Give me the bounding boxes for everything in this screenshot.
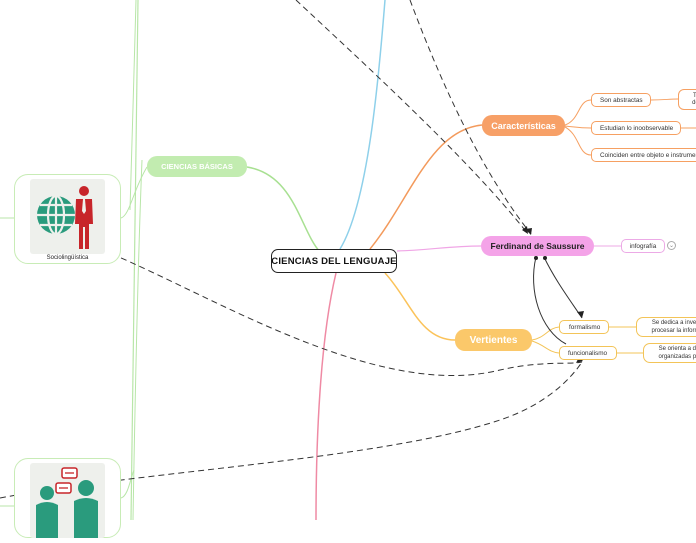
arrowhead — [522, 226, 528, 234]
chevron-down-icon[interactable]: ⌄ — [667, 241, 676, 250]
detail-funcionalismo[interactable]: Se orienta a de... organizadas pa... — [643, 343, 696, 363]
mindmap-canvas — [0, 0, 696, 520]
detail-formalismo[interactable]: Se dedica a inves... procesar la inform.… — [636, 317, 696, 337]
relation-dot — [543, 256, 547, 260]
connector-vertientes — [384, 272, 456, 341]
connector-saussure — [396, 245, 482, 252]
subtopic-funcionalismo[interactable]: funcionalismo — [559, 346, 617, 360]
connector-sub — [531, 326, 560, 341]
globe-businessman-icon — [30, 179, 105, 254]
card-caption: Sociolingüística — [46, 255, 89, 261]
green-branch-line — [132, 159, 143, 520]
caracteristicas-node[interactable]: Características — [482, 115, 565, 136]
relation-arrow — [543, 256, 583, 319]
relation-dot — [534, 256, 538, 260]
connector-caracteristicas — [369, 124, 483, 250]
connector-card-ciencias — [120, 166, 148, 219]
conversation-people-icon — [30, 463, 105, 538]
relation-line — [409, 0, 532, 235]
connector-sub — [531, 340, 560, 354]
subtopic-formalismo[interactable]: formalismo — [559, 320, 609, 334]
connector-sub — [650, 98, 679, 101]
connector-card2 — [120, 469, 135, 499]
blue-branch-line — [339, 0, 386, 250]
arrowhead — [577, 311, 584, 318]
central-topic[interactable]: CIENCIAS DEL LENGUAJE — [271, 249, 397, 273]
relation-line — [295, 0, 529, 235]
subtopic-infografia[interactable]: infografía — [621, 239, 665, 253]
green-branch-line — [130, 0, 139, 520]
ciencias-basicas-node[interactable]: CIENCIAS BÁSICAS — [147, 156, 247, 177]
subtopic-grandchild[interactable]: Tr... de... — [678, 89, 696, 110]
subtopic-son-abstractas[interactable]: Son abstractas — [591, 93, 651, 107]
saussure-node[interactable]: Ferdinand de Saussure — [481, 236, 594, 256]
image-card-conversation[interactable] — [14, 458, 121, 538]
green-branch-line — [129, 0, 137, 211]
connector-sub — [564, 125, 592, 129]
subtopic-coinciden[interactable]: Coinciden entre objeto e instrumento — [591, 148, 696, 162]
relation-arrow — [533, 256, 567, 345]
relation-line — [0, 361, 583, 499]
vertientes-node[interactable]: Vertientes — [455, 329, 532, 351]
relation-line — [111, 253, 583, 376]
connector-sub — [564, 99, 592, 126]
subtopic-estudian[interactable]: Estudian lo inoobservable — [591, 121, 681, 135]
image-card-sociolinguistica[interactable]: Sociolingüística — [14, 174, 121, 264]
red-branch-line — [315, 272, 337, 520]
arrowhead — [576, 357, 583, 363]
connector-ciencias — [246, 166, 321, 253]
connector-sub — [564, 126, 592, 156]
